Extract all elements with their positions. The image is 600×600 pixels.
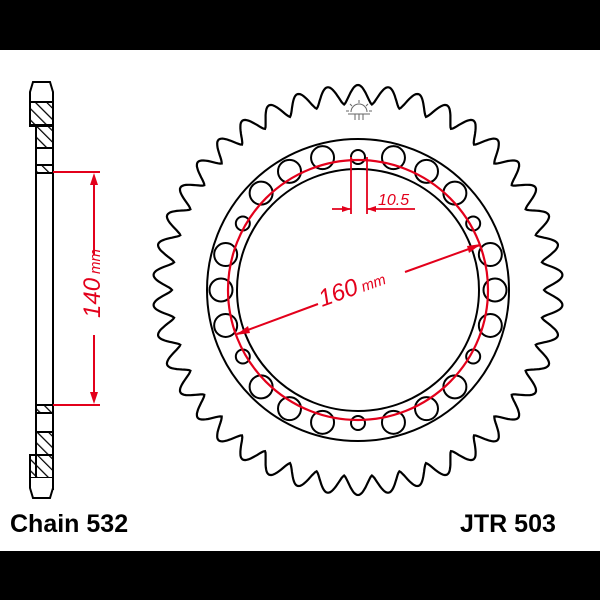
dimension-10-5-value: 10.5 — [378, 192, 409, 209]
lightening-hole — [248, 180, 274, 206]
lightening-hole — [442, 374, 468, 400]
sun-logo-icon — [346, 100, 372, 120]
bolt-hole — [350, 149, 366, 165]
lightening-hole — [208, 277, 234, 303]
bottom-black-bar — [0, 551, 600, 600]
dimension-160-value: 160mm — [315, 264, 389, 313]
dimension-160 — [236, 244, 481, 335]
bolt-hole — [350, 415, 366, 431]
pcd-circle — [226, 158, 490, 422]
bolt-ring-outer — [206, 138, 510, 442]
dimension-140 — [53, 171, 100, 406]
sprocket-teeth-outline — [152, 83, 564, 497]
lightening-hole — [482, 277, 508, 303]
top-black-bar — [0, 0, 600, 50]
dimension-10-5 — [332, 157, 415, 214]
chain-label: Chain 532 — [10, 510, 129, 538]
side-view — [29, 81, 54, 499]
part-number-label: JTR 503 — [460, 510, 556, 538]
center-bore — [236, 168, 480, 412]
dimension-140-value: 140mm — [79, 249, 106, 318]
lightening-hole — [248, 374, 274, 400]
lightening-hole — [442, 180, 468, 206]
